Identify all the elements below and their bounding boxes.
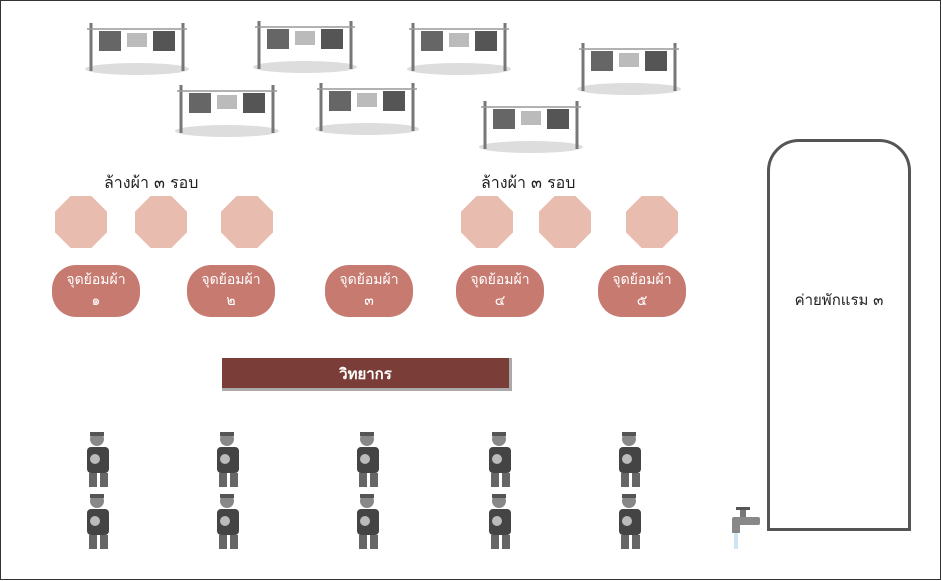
dye-point-3: จุดย้อมผ้า ๓ [325,265,413,317]
wash-station-octagon [461,196,513,248]
clothesline-icon [407,23,511,75]
clothesline-icon [315,83,419,135]
clothesline-icon [175,85,279,137]
person-icon [357,432,379,549]
dye-point-1: จุดย้อมผ้า ๑ [52,265,140,317]
wash-station-octagon [55,196,107,248]
camp-building: ค่ายพักแรม ๓ [767,139,911,531]
dye-point-label: จุดย้อมผ้า [612,272,672,288]
dye-point-label: จุดย้อมผ้า [339,272,399,288]
person-icon [87,432,109,549]
dye-point-label: จุดย้อมผ้า [66,272,126,288]
dye-point-number: ๑ [91,293,101,309]
dye-point-label: จุดย้อมผ้า [201,272,261,288]
camp-label: ค่ายพักแรม ๓ [794,291,884,309]
clothesline-icon [85,23,189,75]
wash-station-octagon [221,196,273,248]
dye-point-number: ๔ [494,293,506,309]
dye-point-number: ๓ [364,293,374,309]
wash-station-octagon [135,196,187,248]
clothesline-icon [479,101,583,153]
wash-station-octagon [626,196,678,248]
wash-station-octagon [539,196,591,248]
dye-point-number: ๕ [636,293,648,309]
dye-point-5: จุดย้อมผ้า ๕ [598,265,686,317]
clothesline-icon [577,43,681,95]
dye-point-2: จุดย้อมผ้า ๒ [187,265,275,317]
wash-label: ล้างผ้า ๓ รอบ [481,173,576,192]
dye-point-number: ๒ [226,293,236,309]
speaker-bar: วิทยากร [222,358,512,391]
person-icon [619,432,641,549]
clothesline-icon [253,21,357,73]
person-icon [217,432,239,549]
dye-point-label: จุดย้อมผ้า [470,272,530,288]
dye-point-4: จุดย้อมผ้า ๔ [456,265,544,317]
faucet-icon [732,507,760,549]
wash-label: ล้างผ้า ๓ รอบ [104,173,199,192]
person-icon [489,432,511,549]
